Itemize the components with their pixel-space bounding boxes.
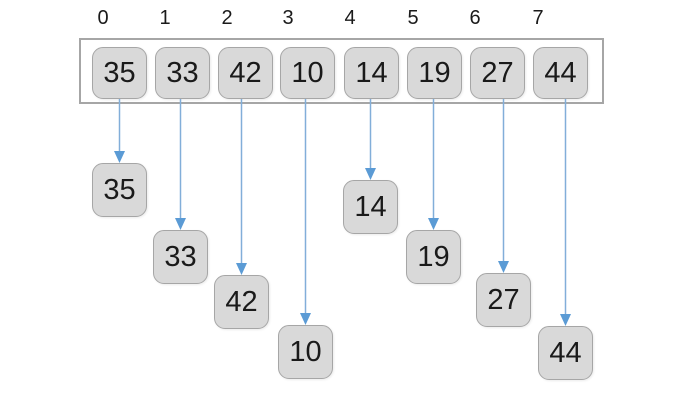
index-label-6: 6 bbox=[469, 7, 481, 29]
array-cell-6: 27 bbox=[470, 47, 525, 99]
arrow-down-icon-0 bbox=[114, 99, 125, 163]
dropped-cell-7: 44 bbox=[538, 326, 593, 380]
index-label-4: 4 bbox=[344, 7, 356, 29]
array-cell-5: 19 bbox=[407, 47, 462, 99]
dropped-cell-5: 19 bbox=[406, 230, 461, 284]
dropped-cell-3: 10 bbox=[278, 325, 333, 379]
index-label-3: 3 bbox=[282, 7, 294, 29]
array-cell-3: 10 bbox=[280, 47, 335, 99]
dropped-cell-2: 42 bbox=[214, 275, 269, 329]
arrow-down-icon-2 bbox=[236, 99, 247, 275]
index-label-7: 7 bbox=[532, 7, 544, 29]
arrow-down-icon-4 bbox=[365, 99, 376, 180]
arrow-down-icon-7 bbox=[560, 99, 571, 326]
array-cell-1: 33 bbox=[155, 47, 210, 99]
dropped-cell-1: 33 bbox=[153, 230, 208, 284]
index-label-1: 1 bbox=[159, 7, 171, 29]
index-label-0: 0 bbox=[97, 7, 109, 29]
array-cell-7: 44 bbox=[533, 47, 588, 99]
array-cell-4: 14 bbox=[344, 47, 399, 99]
arrow-down-icon-3 bbox=[300, 99, 311, 325]
arrow-down-icon-1 bbox=[175, 99, 186, 230]
dropped-cell-6: 27 bbox=[476, 273, 531, 327]
index-label-5: 5 bbox=[407, 7, 419, 29]
dropped-cell-4: 14 bbox=[343, 180, 398, 234]
dropped-cell-0: 35 bbox=[92, 163, 147, 217]
array-cell-2: 42 bbox=[218, 47, 273, 99]
array-cell-0: 35 bbox=[92, 47, 147, 99]
arrow-down-icon-5 bbox=[428, 99, 439, 230]
arrow-down-icon-6 bbox=[498, 99, 509, 273]
index-label-2: 2 bbox=[221, 7, 233, 29]
